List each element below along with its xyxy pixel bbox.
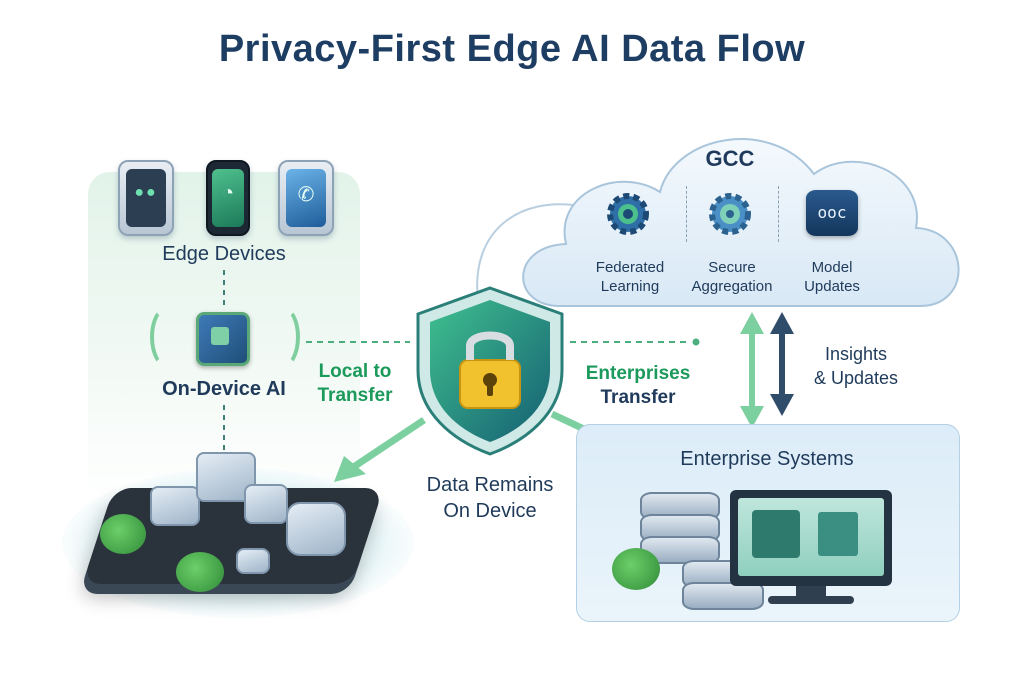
link-dot xyxy=(692,338,700,346)
plant-icon xyxy=(100,514,146,554)
cloud-item-line2: Updates xyxy=(804,278,860,295)
arrow-cloud-down xyxy=(740,312,764,428)
camera-device-icon xyxy=(286,502,346,556)
gear-icon xyxy=(706,190,754,238)
arrow-enterprise-up xyxy=(770,312,794,416)
local-transfer-line1: Local to xyxy=(318,361,392,382)
plant-icon xyxy=(612,548,660,590)
insights-line2: & Updates xyxy=(813,368,899,388)
enterprise-transfer-line2: Transfer xyxy=(600,387,676,408)
cloud-item-line2: Learning xyxy=(600,278,660,295)
local-transfer-line2: Transfer xyxy=(317,385,393,406)
smartphone-icon: ◔ xyxy=(206,160,250,236)
edge-devices-label: Edge Devices xyxy=(162,243,286,265)
cloud-item-federated: Federated Learning xyxy=(570,258,690,296)
data-remains-line1: Data Remains xyxy=(426,474,554,496)
insights-updates-label: Insights & Updates xyxy=(806,342,906,390)
cloud-item-secure: Secure Aggregation xyxy=(672,258,792,296)
tablet-icon: ✆ xyxy=(278,160,334,236)
cloud-item-model: Model Updates xyxy=(772,258,892,296)
signal-wave-right-icon xyxy=(266,306,300,368)
data-remains-label: Data Remains On Device xyxy=(400,472,580,524)
insights-line1: Insights xyxy=(824,344,888,364)
cloud-item-line1: Secure xyxy=(708,259,756,276)
database-icon: ooc xyxy=(806,190,858,236)
enterprise-transfer-label: Enterprises Transfer xyxy=(568,362,708,410)
cloud-link xyxy=(476,203,581,301)
monitor-icon xyxy=(730,490,892,586)
cloud-item-line2: Aggregation xyxy=(691,278,773,295)
shield-lock-icon xyxy=(404,284,576,456)
cloud-item-line1: Model xyxy=(811,259,853,276)
device-box-icon xyxy=(236,548,270,574)
device-box-icon xyxy=(150,486,200,526)
ai-chip-icon xyxy=(196,312,250,366)
gcc-title: GCC xyxy=(705,146,755,171)
device-box-icon xyxy=(196,452,256,502)
monitor-base xyxy=(768,596,854,604)
arrow-to-platform xyxy=(334,417,426,482)
diagram-title: Privacy-First Edge AI Data Flow xyxy=(218,28,806,70)
device-box-icon xyxy=(244,484,288,524)
gear-icon xyxy=(604,190,652,238)
divider xyxy=(778,186,780,242)
local-transfer-label: Local to Transfer xyxy=(300,360,410,408)
on-device-ai-label: On-Device AI xyxy=(162,378,286,400)
enterprise-transfer-line1: Enterprises xyxy=(585,363,691,384)
divider xyxy=(686,186,688,242)
enterprise-systems-title: Enterprise Systems xyxy=(680,448,854,470)
cloud-item-line1: Federated xyxy=(595,259,665,276)
server-disk xyxy=(682,582,764,610)
plant-icon xyxy=(176,552,224,592)
robot-device-icon: ●● xyxy=(118,160,174,236)
signal-wave-left-icon xyxy=(150,306,184,368)
data-remains-line2: On Device xyxy=(443,500,537,522)
monitor-stand xyxy=(796,586,826,598)
